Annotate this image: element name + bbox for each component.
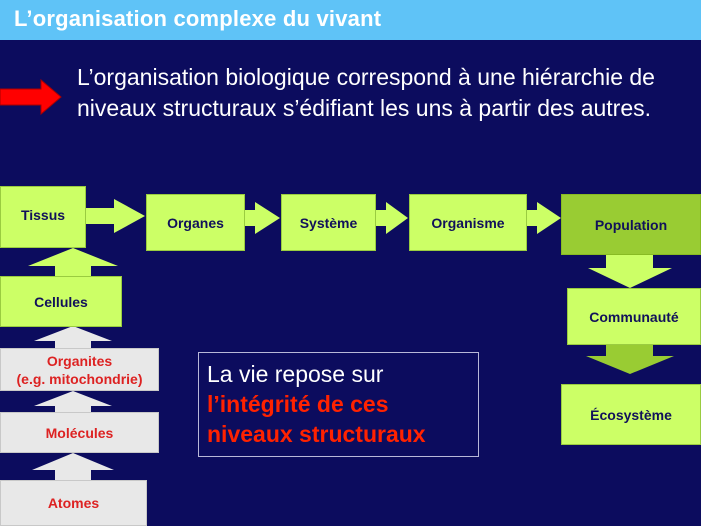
arrow-molecules-organites: [34, 391, 112, 412]
level-ecosysteme: Écosystème: [561, 384, 701, 445]
arrow-organites-cellules: [34, 326, 112, 348]
level-organisme: Organisme: [409, 194, 527, 251]
intro-text: L’organisation biologique correspond à u…: [77, 64, 655, 121]
key-message-box: La vie repose sur l’intégrité de ces niv…: [198, 352, 479, 457]
slide-title: L’organisation complexe du vivant: [14, 6, 382, 31]
level-organes: Organes: [146, 194, 245, 251]
arrow-systeme-organisme: [376, 202, 408, 234]
key-message-line1: La vie repose sur: [207, 361, 384, 387]
key-message-emphasis-1: l’intégrité de ces: [207, 391, 389, 417]
level-organites-label: Organites: [46, 352, 113, 369]
level-population: Population: [561, 194, 701, 255]
red-arrow-icon: [0, 78, 62, 116]
level-systeme-label: Système: [299, 214, 358, 231]
level-tissus: Tissus: [0, 186, 86, 248]
arrow-atomes-molecules: [32, 453, 114, 480]
arrow-cellules-tissus: [28, 248, 118, 276]
level-organites-example: (e.g. mitochondrie): [16, 370, 143, 387]
level-population-label: Population: [594, 216, 668, 233]
title-bar: L’organisation complexe du vivant: [0, 0, 701, 40]
level-communaute: Communauté: [567, 288, 701, 345]
level-organisme-label: Organisme: [431, 214, 505, 231]
arrow-communaute-ecosysteme: [586, 345, 674, 374]
arrow-organes-systeme: [245, 202, 280, 234]
level-communaute-label: Communauté: [589, 308, 679, 325]
level-cellules-label: Cellules: [34, 293, 88, 310]
arrow-organisme-population: [527, 202, 561, 234]
level-organes-label: Organes: [167, 214, 224, 231]
key-message-emphasis-2: niveaux structuraux: [207, 421, 426, 447]
level-molecules: Molécules: [0, 412, 159, 453]
level-cellules: Cellules: [0, 276, 122, 327]
level-systeme: Système: [281, 194, 376, 251]
arrow-population-communaute: [588, 255, 672, 288]
arrow-tissus-organes: [86, 199, 145, 233]
level-atomes: Atomes: [0, 480, 147, 526]
level-atomes-label: Atomes: [47, 495, 100, 511]
level-ecosysteme-label: Écosystème: [590, 406, 672, 423]
level-organites: Organites (e.g. mitochondrie): [0, 348, 159, 391]
level-molecules-label: Molécules: [45, 424, 114, 441]
level-tissus-label: Tissus: [20, 207, 66, 223]
